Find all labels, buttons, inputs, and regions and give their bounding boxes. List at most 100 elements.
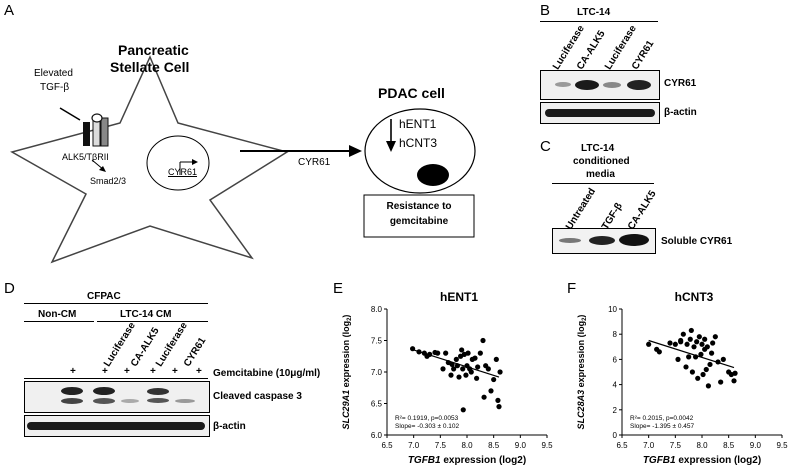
- y-tick-label: 6.5: [371, 400, 383, 409]
- data-point: [691, 344, 697, 350]
- data-point: [453, 356, 459, 362]
- x-tick-label: 7.0: [643, 441, 655, 450]
- data-point: [475, 364, 481, 370]
- data-point: [700, 371, 706, 378]
- d-plus-6: +: [196, 366, 202, 377]
- stellate-nucleus: [146, 135, 210, 191]
- data-point: [720, 356, 726, 362]
- b-row-cyr61: CYR61: [664, 78, 697, 89]
- data-point: [474, 375, 480, 381]
- b-actin-blot: [540, 102, 660, 124]
- resistance-box: [363, 194, 475, 238]
- c-title-3: media: [586, 169, 615, 180]
- x-tick-label: 7.5: [435, 441, 447, 450]
- data-point: [702, 336, 708, 342]
- c-title-1: LTC-14: [581, 143, 615, 154]
- data-point: [718, 379, 724, 385]
- data-point: [495, 397, 501, 403]
- data-point: [703, 366, 709, 373]
- d-actin-blot: [24, 415, 210, 437]
- x-tick-label: 9.0: [515, 441, 527, 450]
- stellate-title-1: Pancreatic: [118, 42, 189, 58]
- data-point: [468, 369, 474, 375]
- elevated-label: Elevated: [34, 68, 73, 79]
- data-point: [435, 350, 441, 356]
- y-tick-label: 6: [613, 355, 618, 364]
- x-tick-label: 9.0: [750, 441, 762, 450]
- data-point: [485, 366, 491, 372]
- data-point: [465, 350, 471, 356]
- data-point: [707, 361, 713, 368]
- data-point: [463, 372, 469, 378]
- data-point: [694, 339, 700, 345]
- stats-slope: Slope= -0.303 ± 0.102: [395, 423, 459, 430]
- c-lane-1: Untreated: [564, 186, 599, 232]
- x-tick-label: 6.5: [381, 441, 393, 450]
- chart-title: hCNT3: [675, 290, 714, 304]
- fit-line: [648, 339, 735, 369]
- data-point: [680, 331, 686, 337]
- stellate-title-2: Stellate Cell: [110, 59, 190, 75]
- panel-label-a: A: [4, 2, 15, 19]
- c-title-2: conditioned: [573, 156, 630, 167]
- d-plus-1: +: [70, 366, 76, 377]
- x-tick-label: 9.5: [776, 441, 788, 450]
- receptor-bar-1: [83, 122, 90, 146]
- stats-slope: Slope= -1.395 ± 0.457: [630, 423, 694, 430]
- x-axis-label: TGFB1 expression (log2): [408, 455, 526, 466]
- data-point: [709, 350, 715, 356]
- data-point: [686, 354, 692, 360]
- data-point: [672, 341, 678, 347]
- d-treatment: Gemcitabine (10μg/ml): [213, 368, 321, 379]
- x-tick-label: 8.0: [461, 441, 473, 450]
- data-point: [678, 339, 684, 345]
- data-point: [488, 388, 494, 394]
- y-tick-label: 6.0: [371, 431, 383, 440]
- d-plus-3: +: [124, 366, 130, 377]
- data-point: [698, 351, 704, 357]
- stats-r2: R²= 0.1919, p=0.0053: [395, 415, 459, 422]
- d-plus-2: +: [102, 366, 108, 377]
- data-point: [732, 370, 738, 376]
- data-point: [493, 356, 499, 362]
- data-point: [687, 336, 693, 342]
- c-lane-3: CA-ALK5: [626, 188, 659, 232]
- x-tick-label: 7.5: [670, 441, 682, 450]
- receptor-label: ALK5/TβRII: [62, 152, 109, 162]
- tgfb-label: TGF-β: [40, 82, 70, 93]
- smad-label: Smad2/3: [90, 176, 127, 186]
- data-point: [480, 337, 486, 344]
- panel-label-e: E: [333, 280, 344, 297]
- data-point: [688, 327, 694, 334]
- data-point: [667, 340, 673, 346]
- pdac-nucleus: [417, 164, 449, 186]
- hcnt3-label: hCNT3: [399, 136, 438, 150]
- data-point: [675, 356, 681, 362]
- c-soluble-blot: [552, 228, 656, 254]
- d-caspase-blot: [24, 381, 210, 413]
- y-tick-label: 4: [613, 381, 618, 390]
- y-tick-label: 2: [613, 406, 618, 415]
- x-tick-label: 7.0: [408, 441, 420, 450]
- data-point: [656, 349, 662, 355]
- panel-label-d: D: [4, 280, 15, 297]
- panel-label-b: B: [540, 2, 551, 19]
- data-point: [497, 369, 503, 375]
- y-tick-label: 7.0: [371, 368, 383, 377]
- data-point: [440, 366, 446, 372]
- receptor-bar-3: [100, 117, 109, 147]
- fit-line: [413, 349, 500, 378]
- data-point: [459, 347, 465, 353]
- y-axis-label: SLC28A3 expression (log2): [576, 315, 588, 430]
- data-point: [646, 341, 652, 347]
- x-tick-label: 9.5: [541, 441, 553, 450]
- data-point: [451, 366, 457, 372]
- data-point: [704, 344, 710, 350]
- x-axis-label: TGFB1 expression (log2): [643, 455, 761, 466]
- data-point: [689, 369, 695, 375]
- tgfb-ligand: [91, 113, 103, 123]
- data-point: [731, 378, 737, 384]
- resistance-line-1: Resistance to: [386, 201, 452, 212]
